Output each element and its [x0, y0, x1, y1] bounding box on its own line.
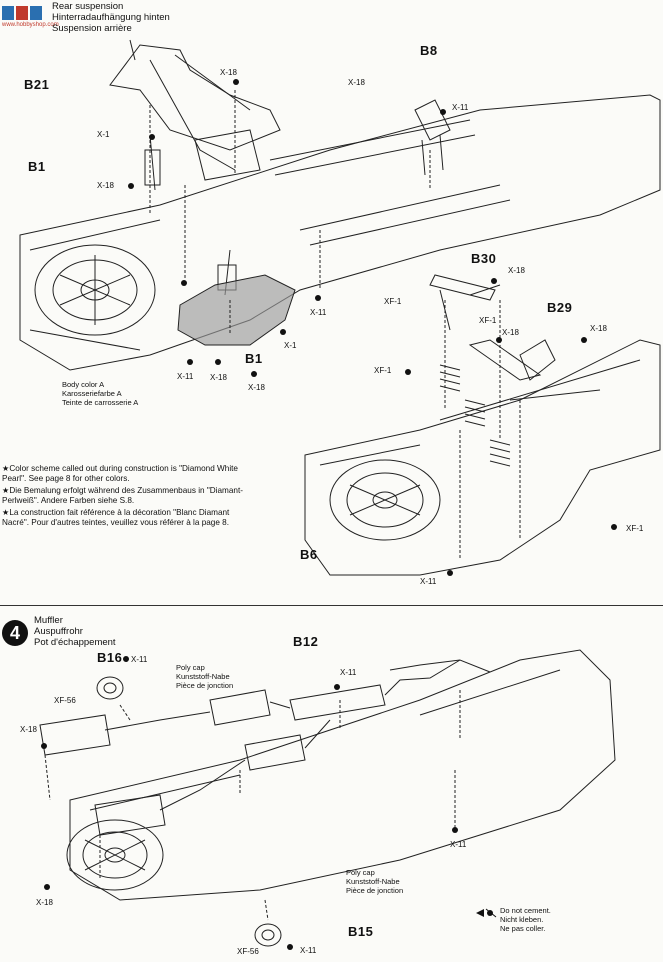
polycap-bottom-de: Kunststoff-Nabe [346, 877, 400, 886]
part-label-b29: B29 [547, 300, 573, 315]
body-color-fr: Teinte de carrosserie A [62, 398, 139, 407]
body-color-de: Karosseriefarbe A [62, 389, 122, 398]
part-label-b1-bottom: B1 [245, 351, 263, 366]
screw-label: X-11 [450, 840, 467, 849]
polycap-bottom-fr: Pièce de jonction [346, 886, 404, 895]
section-title-de: Hinterradaufhängung hinten [52, 12, 170, 23]
no-cement-de: Nicht kleben. [500, 915, 544, 924]
screw-label: XF-1 [479, 316, 497, 325]
screw-label: XF-1 [384, 297, 402, 306]
color-note-fr: ★La construction fait référence à la déc… [2, 508, 230, 527]
screw-label: X-11 [420, 577, 437, 586]
screw-label: X-18 [210, 373, 227, 382]
screw-label: X-18 [220, 68, 237, 77]
screw-label: X-11 [300, 946, 317, 955]
no-cement-en: Do not cement. [500, 906, 551, 915]
screw-label: X-18 [20, 725, 37, 734]
step-title-en: Muffler [34, 615, 63, 626]
part-label-b21: B21 [24, 77, 50, 92]
step-title-fr: Pot d'échappement [34, 637, 116, 648]
part-label-b1-top: B1 [28, 159, 46, 174]
polycap-top-fr: Pièce de jonction [176, 681, 234, 690]
screw-label: X-11 [452, 103, 469, 112]
step-number-badge: 4 [2, 620, 28, 646]
part-label-b16: B16 [97, 650, 123, 665]
watermark-url: www.hobbyshop.com [2, 22, 59, 28]
site-logo-icon [2, 6, 42, 20]
no-cement-fr: Ne pas coller. [500, 924, 546, 933]
screw-label: X-18 [36, 898, 53, 907]
section-divider [0, 605, 663, 606]
part-label-b30: B30 [471, 251, 497, 266]
section-title-en: Rear suspension [52, 1, 124, 12]
screw-label: XF-1 [626, 524, 644, 533]
part-label-b15: B15 [348, 924, 374, 939]
screw-label: XF-1 [374, 366, 392, 375]
screw-label: XF-56 [237, 947, 259, 956]
part-label-b8: B8 [420, 43, 438, 58]
polycap-bottom-en: Poly cap [346, 868, 375, 877]
no-cement-icon [476, 908, 497, 918]
screw-label: X-11 [340, 668, 357, 677]
screw-label: X-1 [97, 130, 110, 139]
screw-label: X-11 [310, 308, 327, 317]
polycap-top-en: Poly cap [176, 663, 205, 672]
screw-label: X-1 [284, 341, 297, 350]
polycap-top-de: Kunststoff-Nabe [176, 672, 230, 681]
screw-label: X-11 [177, 372, 194, 381]
screw-label: X-18 [97, 181, 114, 190]
section-title-fr: Suspension arrière [52, 23, 132, 34]
screw-label: X-18 [590, 324, 607, 333]
part-label-b6: B6 [300, 547, 318, 562]
screw-label: X-18 [248, 383, 265, 392]
part-label-b12: B12 [293, 634, 319, 649]
screw-label: X-11 [131, 655, 148, 664]
screw-label: XF-56 [54, 696, 76, 705]
screw-label: X-18 [508, 266, 525, 275]
color-note-en: ★Color scheme called out during construc… [2, 464, 238, 483]
screw-label: X-18 [502, 328, 519, 337]
body-color-en: Body color A [62, 380, 105, 389]
step-title-de: Auspuffrohr [34, 626, 83, 637]
screw-label: X-18 [348, 78, 365, 87]
color-note-de: ★Die Bemalung erfolgt während des Zusamm… [2, 486, 243, 505]
